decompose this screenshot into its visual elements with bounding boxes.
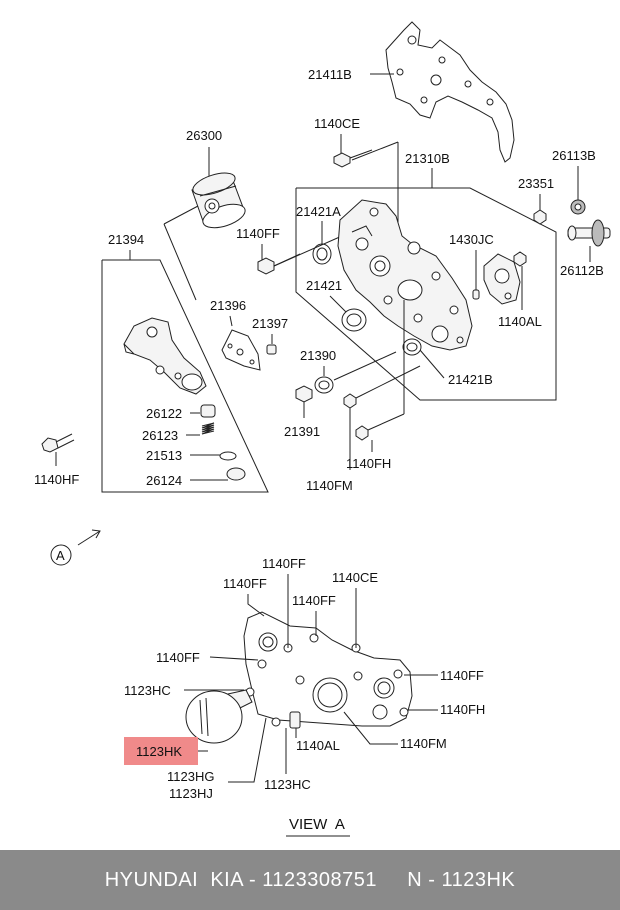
valve-26124 bbox=[226, 467, 246, 481]
plug-26122 bbox=[200, 404, 216, 418]
label-21421a: 21421A bbox=[296, 204, 341, 219]
label-21513: 21513 bbox=[146, 448, 182, 463]
view-a-marker: A bbox=[50, 544, 72, 566]
label-26123: 26123 bbox=[142, 428, 178, 443]
label-1430jc: 1430JC bbox=[449, 232, 494, 247]
label-1140al-top: 1140AL bbox=[498, 314, 542, 329]
label-1140ff-top: 1140FF bbox=[236, 226, 280, 241]
label-21396: 21396 bbox=[210, 298, 246, 313]
label-1140ce-top: 1140CE bbox=[314, 116, 360, 131]
view-a-cover bbox=[213, 611, 413, 729]
oil-filter-bracket-21394 bbox=[123, 317, 207, 395]
bolt-1140fh bbox=[355, 425, 369, 441]
label-21421: 21421 bbox=[306, 278, 342, 293]
label-21421b: 21421B bbox=[448, 372, 493, 387]
oring-21390 bbox=[314, 376, 334, 394]
footer-part-number: HYUNDAI KIA - 1123308751 N - 1123HK bbox=[104, 868, 516, 891]
view-a-title: VIEW A bbox=[289, 816, 345, 833]
view-arrow-icon bbox=[77, 529, 101, 546]
label-21310b: 21310B bbox=[405, 151, 450, 166]
label-23351: 23351 bbox=[518, 176, 554, 191]
label-21391: 21391 bbox=[284, 424, 320, 439]
label-a-1140ce: 1140CE bbox=[332, 570, 378, 585]
label-1140fm-top: 1140FM bbox=[306, 478, 353, 493]
view-a-letter: A bbox=[56, 548, 65, 563]
seal-21421a bbox=[312, 243, 332, 265]
label-a-1123hc-2: 1123HC bbox=[264, 777, 311, 792]
view-a-filter bbox=[185, 690, 243, 744]
label-21397: 21397 bbox=[252, 316, 288, 331]
label-a-1140ff-1: 1140FF bbox=[262, 556, 306, 571]
front-cover-21310b bbox=[337, 199, 473, 351]
bolt-1140hf bbox=[41, 433, 75, 453]
spring-26123 bbox=[201, 422, 215, 435]
exploded-parts-diagram: 21411B 1140CE 21310B 26300 26113B 23351 … bbox=[34, 21, 611, 837]
seal-21421b bbox=[402, 338, 422, 356]
label-a-1140ff-3: 1140FF bbox=[292, 593, 336, 608]
label-a-1123hg: 1123HG bbox=[167, 769, 214, 784]
bolt-1140fm bbox=[343, 393, 357, 409]
bolt-1140ce bbox=[333, 149, 373, 168]
label-a-1140fm: 1140FM bbox=[400, 736, 447, 751]
label-26112b: 26112B bbox=[560, 263, 604, 278]
label-a-1140ff-2: 1140FF bbox=[223, 576, 267, 591]
shaft-26112b bbox=[567, 219, 611, 247]
plug-21391 bbox=[295, 385, 313, 403]
seal-21421 bbox=[341, 308, 367, 332]
label-a-1140al: 1140AL bbox=[296, 738, 340, 753]
pin-1430jc bbox=[472, 289, 480, 300]
label-1140hf: 1140HF bbox=[34, 472, 79, 487]
label-21411b: 21411B bbox=[308, 67, 352, 82]
label-a-1140ff-5: 1140FF bbox=[440, 668, 484, 683]
label-21390: 21390 bbox=[300, 348, 336, 363]
footer-bar: HYUNDAI KIA - 1123308751 N - 1123HK bbox=[0, 850, 620, 910]
washer-21513 bbox=[219, 451, 237, 461]
label-a-1140fh: 1140FH bbox=[440, 702, 485, 717]
bolt-23351 bbox=[533, 209, 547, 225]
gear-26113b bbox=[570, 199, 586, 215]
label-26113b: 26113B bbox=[552, 148, 596, 163]
label-26122: 26122 bbox=[146, 406, 182, 421]
label-21394: 21394 bbox=[108, 232, 144, 247]
gasket-21396 bbox=[221, 329, 261, 371]
oil-pump-inner bbox=[483, 253, 521, 305]
highlight-1123hk bbox=[124, 737, 198, 765]
label-26124: 26124 bbox=[146, 473, 182, 488]
label-26300: 26300 bbox=[186, 128, 222, 143]
label-a-1140ff-4: 1140FF bbox=[156, 650, 200, 665]
pin-21397 bbox=[266, 344, 277, 355]
label-a-1123hk: 1123HK bbox=[136, 744, 182, 759]
label-a-1123hc-1: 1123HC bbox=[124, 683, 171, 698]
gasket-21411b bbox=[385, 21, 515, 163]
oil-filter-26300 bbox=[191, 172, 246, 229]
screw-1140al-top bbox=[513, 251, 527, 267]
label-a-1123hj: 1123HJ bbox=[169, 786, 213, 801]
label-1140fh-top: 1140FH bbox=[346, 456, 391, 471]
